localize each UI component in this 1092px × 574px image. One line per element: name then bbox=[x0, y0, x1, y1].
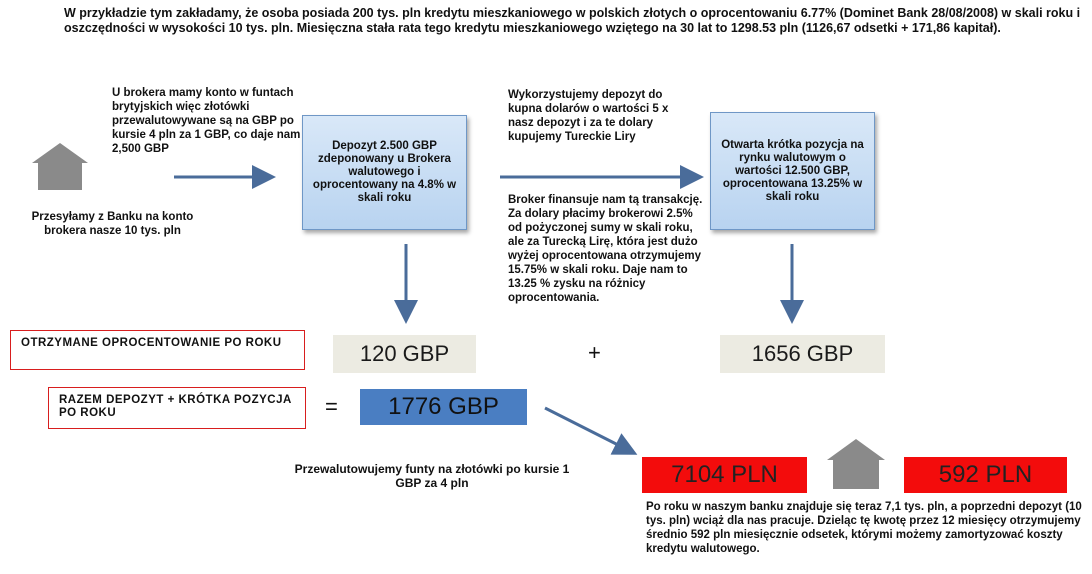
arrow-total-to-pln bbox=[544, 406, 638, 455]
equals-sign: = bbox=[325, 394, 338, 419]
intro-text: W przykładzie tym zakładamy, że osoba po… bbox=[64, 6, 1081, 35]
bank-transfer-note: Przesyłamy z Banku na konto brokera nasz… bbox=[31, 211, 194, 237]
received-interest-label: OTRZYMANE OPROCENTOWANIE PO ROKU bbox=[10, 330, 305, 370]
broker-account-note: U brokera mamy konto w funtach brytyjski… bbox=[112, 87, 301, 155]
final-note: Po roku w naszym banku znajduje się tera… bbox=[646, 501, 1082, 555]
house-icon bbox=[32, 143, 88, 190]
value-1776-gbp: 1776 GBP bbox=[360, 389, 527, 425]
value-1656-gbp: 1656 GBP bbox=[720, 335, 885, 373]
value-pln-monthly: 592 PLN bbox=[904, 457, 1067, 493]
deposit-box: Depozyt 2.500 GBP zdeponowany u Brokera … bbox=[302, 115, 467, 230]
total-label: RAZEM DEPOZYT + KRÓTKA POZYCJA PO ROKU bbox=[48, 387, 306, 429]
conversion-note: Przewalutowujemy funty na złotówki po ku… bbox=[294, 462, 570, 490]
value-120-gbp: 120 GBP bbox=[333, 335, 476, 373]
house-icon bbox=[827, 439, 885, 489]
short-position-box: Otwarta krótka pozycja na rynku walutowy… bbox=[710, 112, 875, 230]
deposit-use-note: Wykorzystujemy depozyt do kupna dolarów … bbox=[508, 89, 669, 143]
value-pln-total: 7104 PLN bbox=[642, 457, 807, 493]
broker-finance-note: Broker finansuje nam tą transakcję. Za d… bbox=[508, 194, 703, 304]
plus-sign: + bbox=[588, 340, 601, 365]
